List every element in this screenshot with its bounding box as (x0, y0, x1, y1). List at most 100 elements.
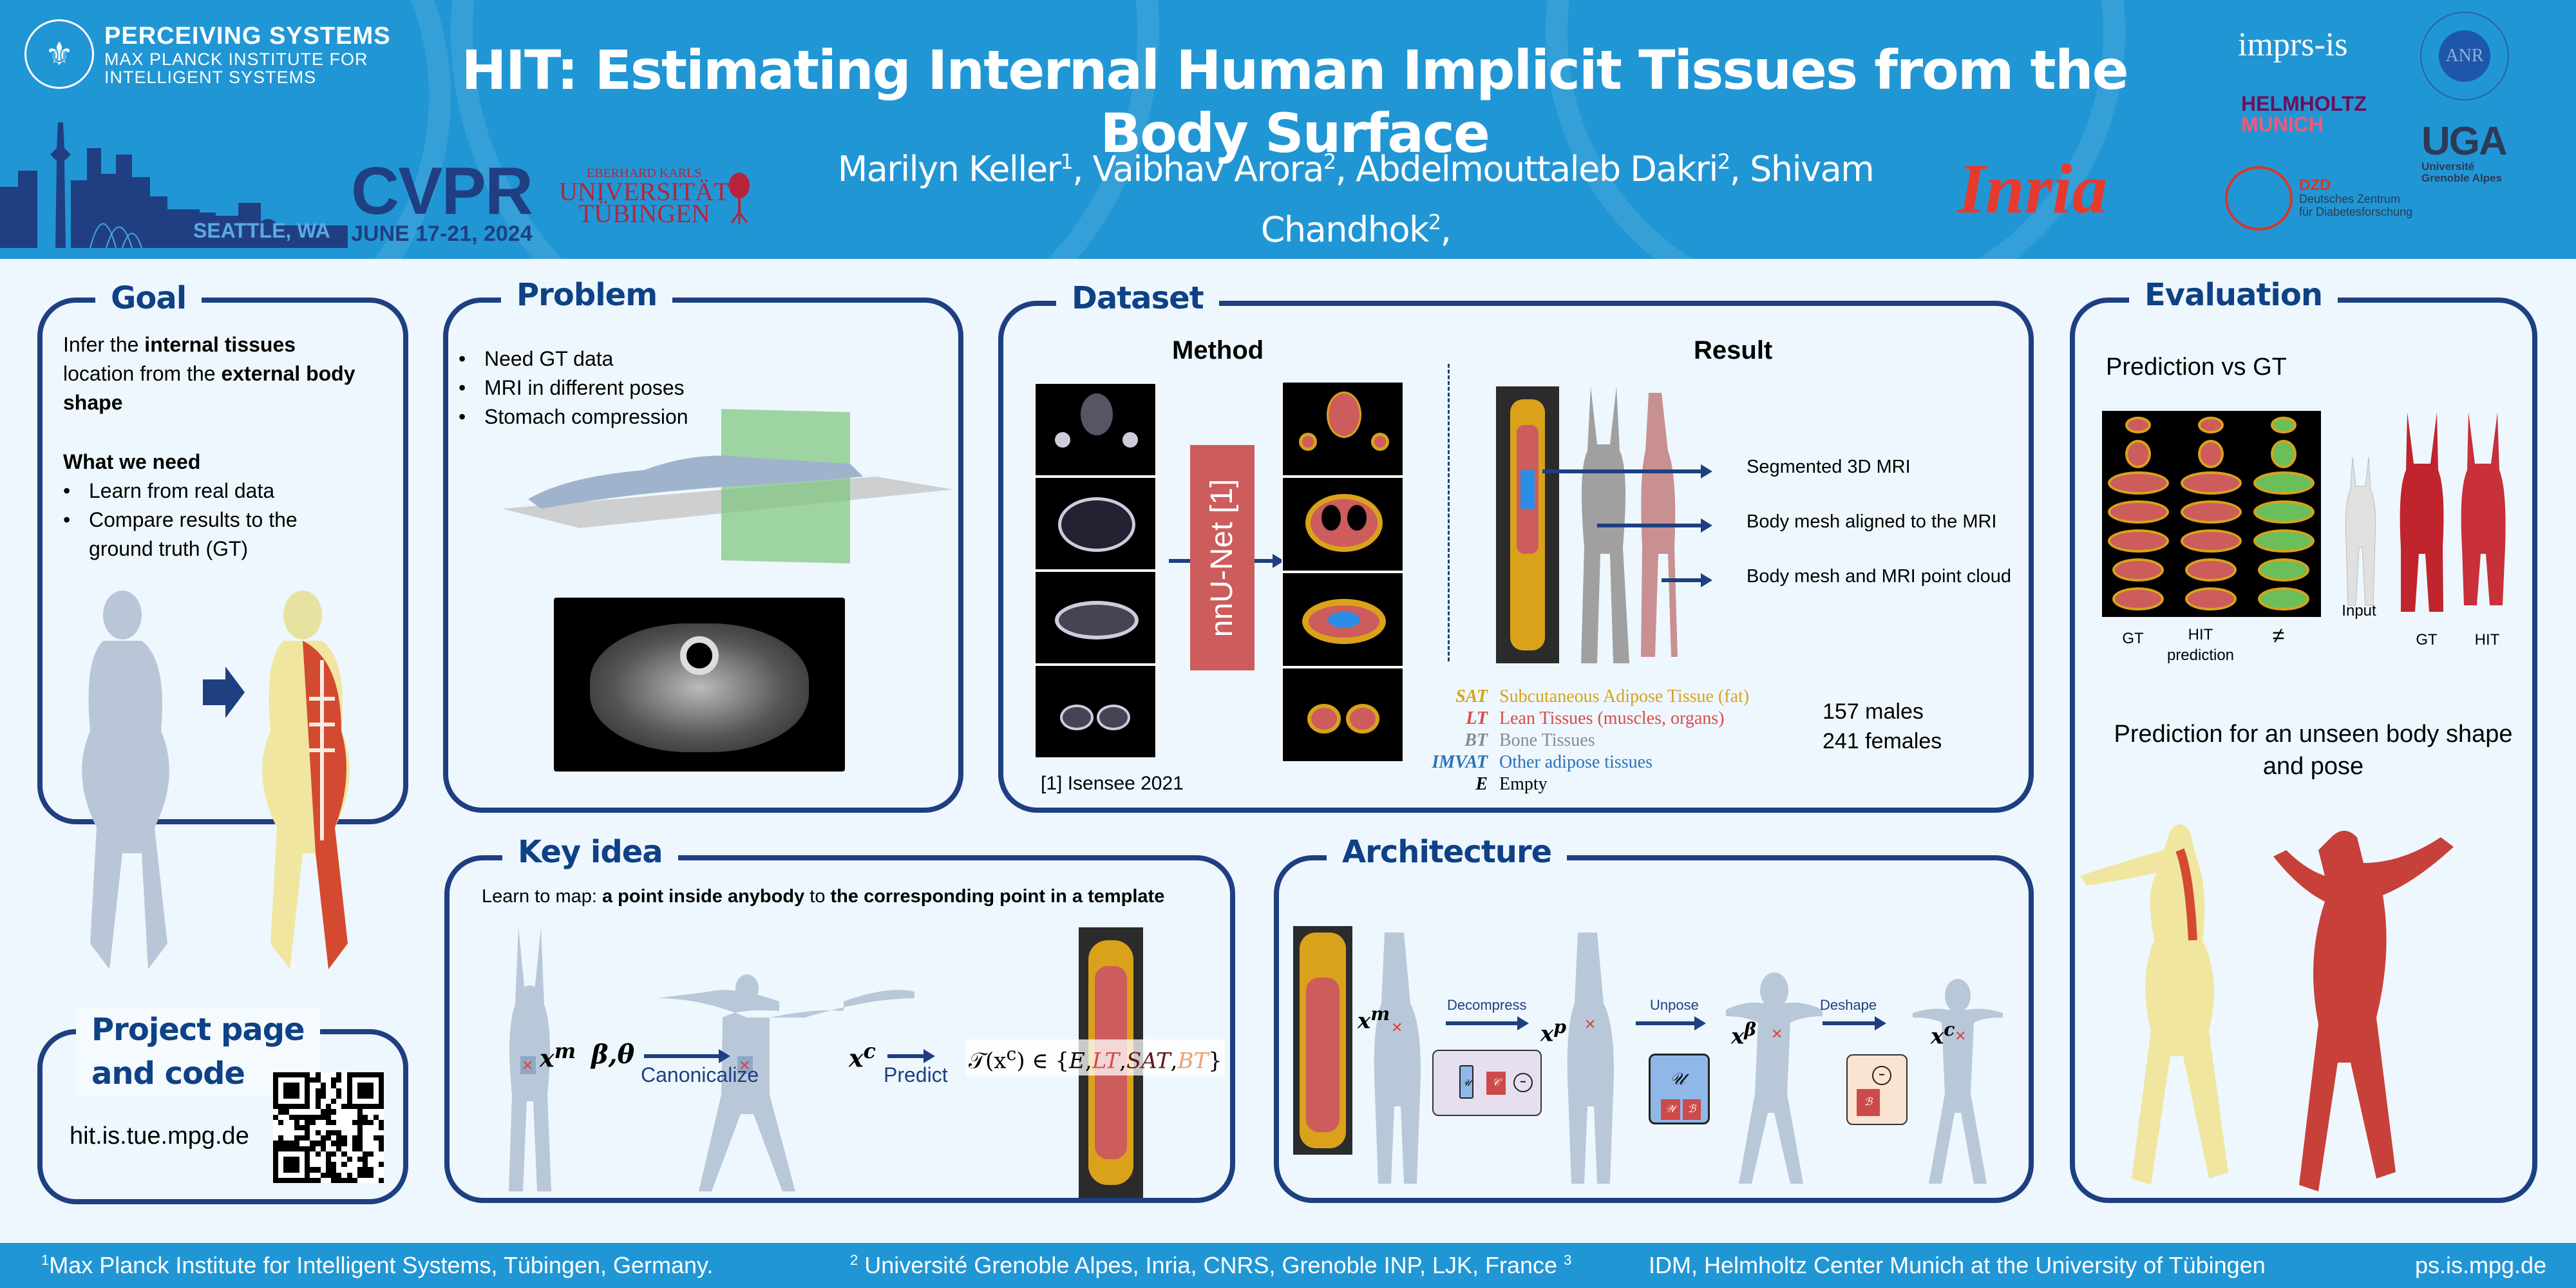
key-idea-formula: 𝒯(xc) ∈ {E,LT,SAT,BT} (966, 1039, 1225, 1076)
author-affiliation: 1 (1060, 149, 1073, 174)
xm-base: x (540, 1043, 554, 1073)
mpi-logo-sub2: INTELLIGENT SYSTEMS (104, 67, 317, 87)
project-title: Project page and code (76, 1008, 320, 1095)
result-label-segmented-mri: Segmented 3D MRI (1747, 457, 1911, 477)
project-url-link[interactable]: hit.is.tue.mpg.de (70, 1122, 249, 1150)
eval-slice (2253, 471, 2315, 495)
point-base: x (1358, 1008, 1371, 1034)
tissue-class-symbol: SAT (1126, 1048, 1171, 1074)
eval-slice (2125, 440, 2151, 468)
inria-logo: Inria (1958, 149, 2108, 228)
eval-slice (2185, 587, 2237, 611)
author-name: Shivam Chandhok (1260, 149, 1875, 250)
dzd-name: DZD (2299, 176, 2331, 194)
aff-num: 1 (41, 1252, 50, 1268)
svg-text:✕: ✕ (1771, 1027, 1783, 1043)
cvpr-wordmark: CVPR (351, 154, 533, 229)
legend-abbr: LT (1466, 708, 1488, 728)
anr-wordmark: ANR (2439, 30, 2490, 82)
unseen-prediction-figures (2080, 824, 2454, 1191)
result-arrow-3 (1662, 573, 1712, 587)
body-mesh-figures (1581, 386, 1678, 663)
eval-slice (2198, 440, 2224, 468)
dataset-method-title: Method (1172, 336, 1264, 365)
uga-wordmark: UGA (2421, 119, 2508, 164)
dzd-logo: DZD Deutsches Zentrum für Diabetesforsch… (2225, 166, 2412, 231)
problem-panel (443, 298, 963, 813)
eval-slice (2107, 529, 2169, 553)
point-sup: p (1553, 1016, 1567, 1037)
mesh-label-hit: HIT (2474, 631, 2500, 649)
svg-text:✕: ✕ (1391, 1020, 1403, 1036)
footer-affiliation-3: IDM, Helmholtz Center Munich at the Univ… (1649, 1252, 2266, 1278)
goal-need-title: What we need (63, 450, 201, 473)
aff-num: 2 (850, 1252, 858, 1268)
grid-label-hit: HIT prediction (2166, 626, 2235, 664)
seg-output-chest (1282, 477, 1404, 572)
evaluation-title: Evaluation (2129, 277, 2338, 313)
poster-footer: 1Max Planck Institute for Intelligent Sy… (0, 1243, 2576, 1288)
tuebingen-logo: EBERHARD KARLS UNIVERSITÄT TÜBINGEN (559, 166, 729, 227)
mri-input-legs (1034, 665, 1157, 759)
architecture-body-meshes: ✕✕✕✕ (1374, 933, 2003, 1184)
poster-header: ⚜ PERCEIVING SYSTEMS MAX PLANCK INSTITUT… (0, 0, 2576, 259)
arch-point-xc: xc (1931, 1015, 1955, 1051)
eval-slice (2112, 558, 2164, 582)
helmholtz-line1: HELMHOLTZ (2241, 92, 2367, 115)
aff-num: 3 (1564, 1252, 1572, 1268)
dataset-title: Dataset (1056, 280, 1219, 316)
problem-list: Need GT data MRI in different poses Stom… (459, 345, 781, 431)
arrow-right-icon (203, 667, 245, 718)
cvpr-location: SEATTLE, WA (193, 219, 330, 242)
key-idea-params: β,θ (591, 1039, 635, 1070)
seattle-skyline-icon (0, 122, 348, 248)
architecture-panel (1274, 855, 2034, 1203)
point-base: x (1931, 1023, 1944, 1050)
cvpr-date: JUNE 17-21, 2024 (351, 222, 533, 246)
legend-abbr: BT (1464, 730, 1488, 750)
author-name: Abdelmouttaleb Dakri (1356, 149, 1718, 189)
uga-logo: UGA Université Grenoble Alpes (2421, 119, 2508, 184)
key-idea-bold: the corresponding point in a template (830, 886, 1165, 907)
result-label-mesh-aligned: Body mesh aligned to the MRI (1747, 511, 1997, 532)
key-idea-xc: xc (849, 1037, 876, 1073)
mesh-label-input: Input (2342, 602, 2376, 620)
decompress-block-diagram: 𝒰 𝒞 − (1432, 1050, 1542, 1116)
author-affiliation: 2 (1717, 149, 1730, 174)
svg-text:✕: ✕ (1584, 1017, 1596, 1033)
goal-panel (37, 298, 408, 824)
tissue-class-symbol: E (1069, 1048, 1085, 1074)
goal-need-list: Learn from real data Compare results to … (63, 477, 353, 564)
mpi-logo: ⚜ PERCEIVING SYSTEMS MAX PLANCK INSTITUT… (24, 19, 391, 89)
goal-intro-text: Infer the (63, 333, 145, 356)
point-base: x (1731, 1023, 1745, 1050)
point-sup: β (1744, 1018, 1757, 1040)
problem-title: Problem (501, 277, 673, 313)
project-qr-code[interactable] (273, 1072, 384, 1183)
deshape-block-diagram: − ℬ (1846, 1054, 1908, 1125)
result-arrow-2 (1597, 518, 1712, 533)
grid-label-diff: ≠ (2272, 623, 2285, 648)
segmented-3d-mri (1496, 386, 1559, 663)
anr-logo: ANR (2420, 12, 2509, 100)
legend-abbr: SAT (1455, 687, 1488, 706)
eval-slice (2185, 558, 2237, 582)
dataset-divider (1448, 364, 1450, 661)
eval-slice (2253, 500, 2315, 524)
dataset-stats: 157 males 241 females (1823, 697, 1942, 756)
xc-base: x (849, 1043, 864, 1073)
block-w: 𝒲 (1661, 1099, 1680, 1120)
footer-site-link[interactable]: ps.is.mpg.de (2415, 1252, 2547, 1278)
block-b: ℬ (1683, 1099, 1701, 1120)
mri-input-abdomen (1034, 571, 1157, 665)
nnunet-citation: [1] Isensee 2021 (1041, 773, 1184, 794)
goal-body-illustration (82, 591, 350, 969)
project-title-line2: and code (91, 1056, 245, 1092)
author-affiliation: 2 (1428, 210, 1441, 234)
author-affiliation: 2 (1323, 149, 1336, 174)
tissue-class-symbol: LT (1092, 1048, 1120, 1074)
uga-line1: Université (2421, 160, 2475, 173)
